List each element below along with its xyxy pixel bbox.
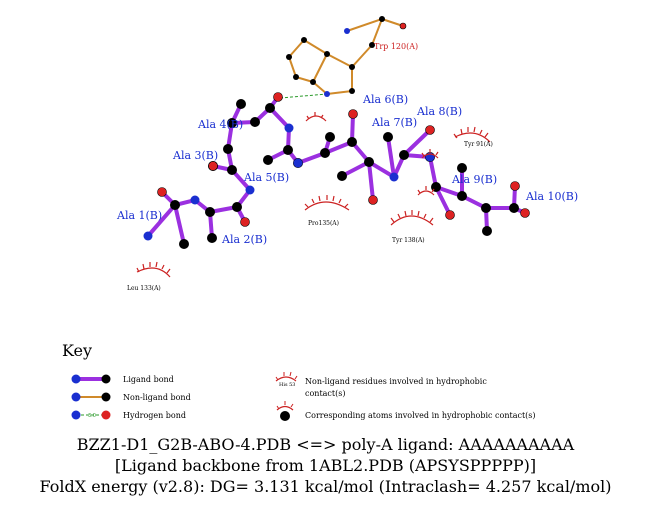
key-hydrophobic-example: His 53 — [279, 382, 295, 388]
label-tyr138: Tyr 138(A) — [392, 237, 425, 244]
oxygen-atoms — [157, 22, 530, 227]
label-ala1: Ala 1(B) — [116, 209, 162, 222]
hydrophobic-contacts — [136, 112, 491, 278]
label-ala10: Ala 10(B) — [525, 190, 578, 203]
label-ala2: Ala 2(B) — [221, 233, 267, 246]
label-ala4: Ala 4(B) — [197, 118, 243, 131]
label-ala9: Ala 9(B) — [451, 173, 497, 186]
label-pro135: Pro135(A) — [308, 220, 339, 227]
key-hbond: Hydrogen bond — [123, 411, 186, 420]
label-ala6: Ala 6(B) — [362, 93, 408, 106]
carbon-atoms — [170, 16, 519, 249]
caption-line-2: [Ligand backbone from 1ABL2.PDB (APSYSPP… — [114, 456, 537, 475]
key-ligand-bond: Ligand bond — [123, 375, 174, 384]
key-hydrophobic-residues-2: contact(s) — [305, 389, 345, 398]
label-tyr91: Tyr 91(A) — [464, 141, 493, 148]
label-ala7: Ala 7(B) — [371, 116, 417, 129]
key-hbond-distance: 3.0 — [88, 413, 96, 419]
key-legend: Ligand bond Non-ligand bond 3.0 Hydrogen… — [71, 371, 536, 421]
hbond-line — [279, 93, 328, 99]
label-trp120: Trp 120(A) — [374, 42, 418, 51]
key-hydrophobic-residues-1: Non-ligand residues involved in hydropho… — [305, 377, 487, 386]
label-ala5: Ala 5(B) — [243, 171, 289, 184]
key-nonligand-bond: Non-ligand bond — [123, 393, 191, 402]
label-ala3: Ala 3(B) — [172, 149, 218, 162]
label-leu133: Leu 133(A) — [127, 285, 161, 292]
caption-line-1: BZZ1-D1_G2B-ABO-4.PDB <=> poly-A ligand:… — [76, 435, 575, 454]
trp120-residue — [288, 18, 404, 95]
key-title: Key — [62, 341, 93, 360]
label-ala8: Ala 8(B) — [416, 105, 462, 118]
caption-line-3: FoldX energy (v2.8): DG= 3.131 kcal/mol … — [39, 477, 612, 496]
nitrogen-atoms — [143, 28, 435, 241]
key-corresponding-atoms: Corresponding atoms involved in hydropho… — [305, 411, 536, 420]
